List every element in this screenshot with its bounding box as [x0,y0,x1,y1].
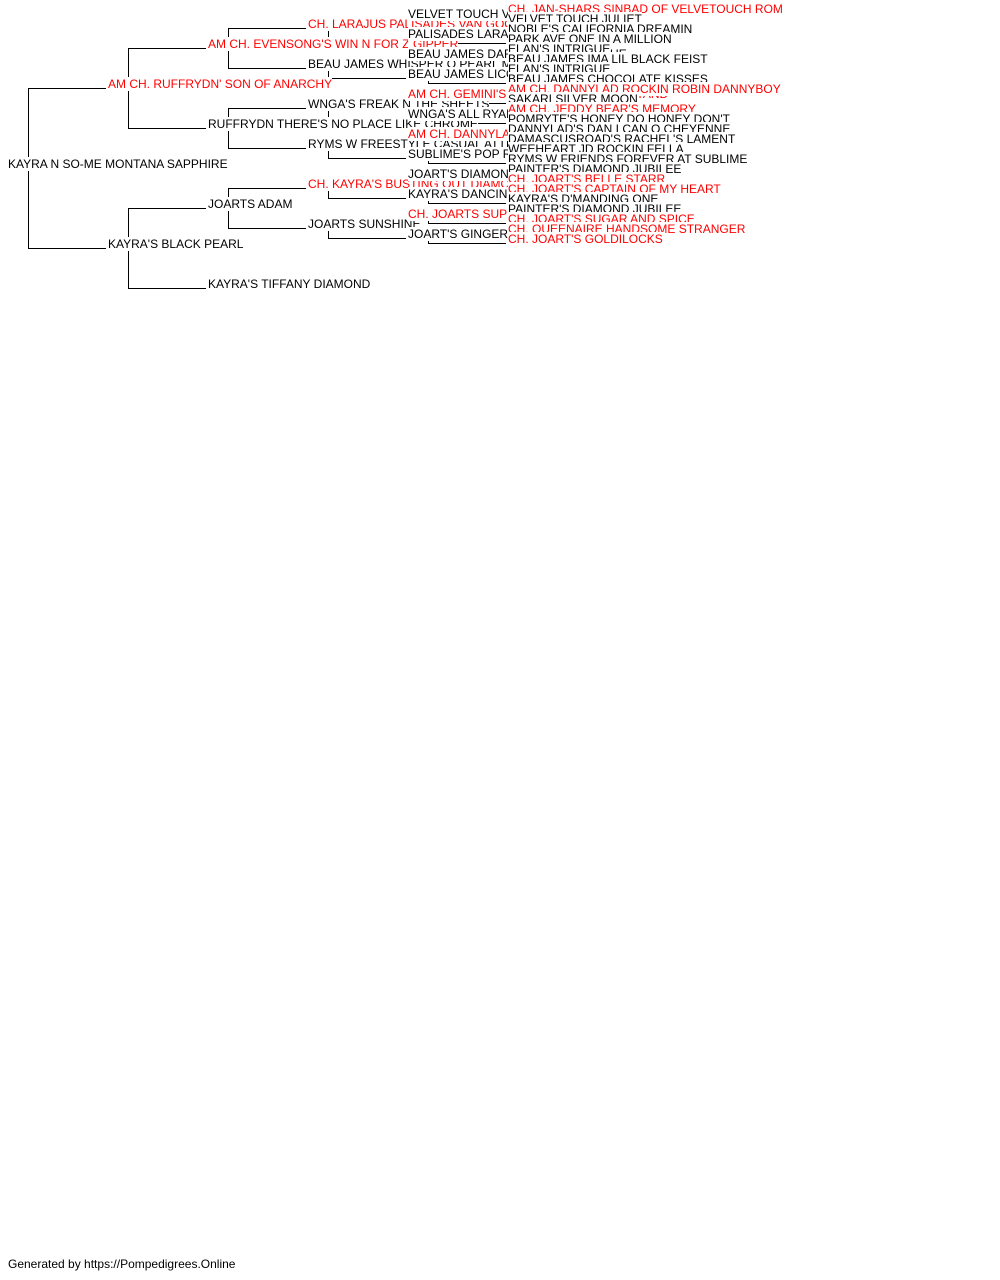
generated-by-footer: Generated by https://Pompedigrees.Online [8,1257,236,1271]
subject-name-kayra-n-so-me-montana-sapphire: KAYRA N SO-ME MONTANA SAPPHIRE [8,157,228,171]
dam-name-kayra-s-tiffany-diamond: KAYRA'S TIFFANY DIAMOND [208,277,371,291]
dam-name-joart-s-ginger: JOART'S GINGER [408,227,509,241]
sire-name-joarts-adam: JOARTS ADAM [208,197,293,211]
sire-name-am-ch-ruffrydn-son-of-anarchy: AM CH. RUFFRYDN' SON OF ANARCHY [108,77,333,91]
dam-name-joarts-sunshine: JOARTS SUNSHINE [308,217,421,231]
dam-name-kayra-s-black-pearl: KAYRA'S BLACK PEARL [108,237,244,251]
sire-name-am-ch-evensong-s-win-n-for-z-gipper: AM CH. EVENSONG'S WIN N FOR Z GIPPER [208,37,459,51]
dam-name-sublime-s-pop-rox: SUBLIME'S POP ROX [408,147,529,161]
dam-name-ch-joart-s-goldilocks: CH. JOART'S GOLDILOCKS [508,232,663,246]
